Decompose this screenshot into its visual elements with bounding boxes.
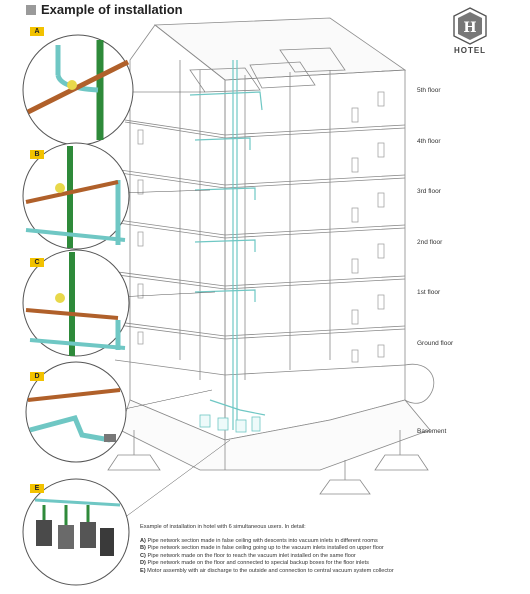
detail-circle-d bbox=[25, 361, 127, 463]
building-structure bbox=[107, 17, 435, 495]
logo-text: HOTEL bbox=[453, 46, 487, 55]
caption-intro: Example of installation in hotel with 6 … bbox=[140, 524, 306, 530]
detail-tag-c: C bbox=[30, 258, 44, 267]
title-square-icon bbox=[26, 4, 36, 15]
detail-circle-e bbox=[22, 478, 130, 586]
floor-label-4th: 4th floor bbox=[417, 138, 441, 145]
floor-label-1st: 1st floor bbox=[417, 289, 441, 296]
windows bbox=[137, 91, 385, 363]
caption: Example of installation in hotel with 6 … bbox=[140, 524, 520, 576]
floor-label-2nd: 2nd floor bbox=[417, 239, 443, 246]
floor-label-3rd: 3rd floor bbox=[417, 188, 441, 195]
caption-item-c: C) Pipe network made on the floor to rea… bbox=[140, 552, 356, 559]
detail-tag-d: D bbox=[30, 372, 44, 381]
caption-item-d: D) Pipe network made on the floor and co… bbox=[140, 560, 369, 567]
caption-item-b: B) Pipe network section made in false ce… bbox=[140, 545, 384, 552]
floor-label-basement: Basement bbox=[417, 428, 447, 435]
detail-tag-b: B bbox=[30, 150, 44, 159]
page-title: Example of installation bbox=[41, 2, 183, 17]
detail-tag-e: E bbox=[30, 484, 44, 493]
floor-label-5th: 5th floor bbox=[417, 87, 441, 94]
basement-equipment bbox=[199, 414, 261, 433]
logo-letter: H bbox=[463, 20, 476, 36]
caption-item-a: A) Pipe network section made in false ce… bbox=[140, 537, 378, 544]
internal-pipes bbox=[189, 60, 266, 430]
title-block: Example of installation bbox=[26, 2, 183, 17]
detail-circle-b bbox=[22, 142, 130, 250]
hotel-logo: H bbox=[453, 7, 487, 45]
caption-item-e: E) Motor assembly with air discharge to … bbox=[140, 567, 394, 574]
detail-circle-a bbox=[22, 34, 134, 146]
floor-label-ground: Ground floor bbox=[417, 340, 454, 347]
detail-tag-a: A bbox=[30, 27, 44, 36]
detail-circle-c bbox=[22, 249, 130, 357]
